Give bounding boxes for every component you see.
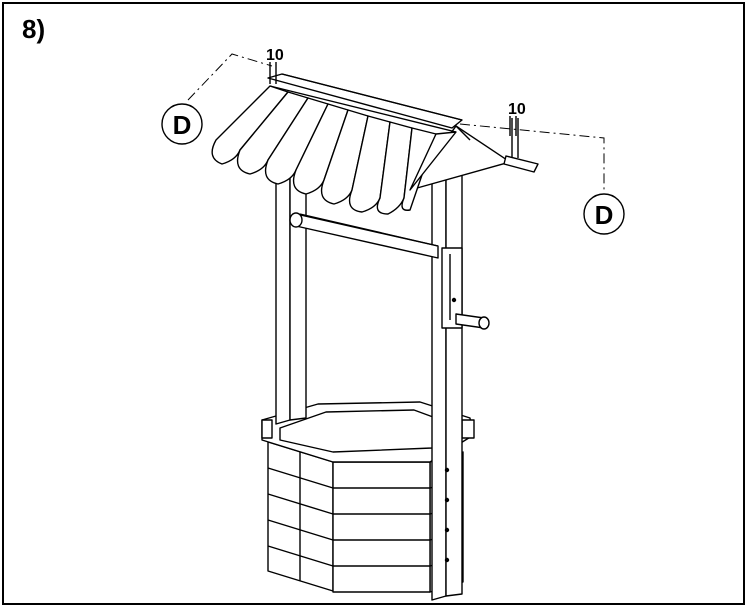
left-post xyxy=(275,159,307,425)
dimension-marks xyxy=(269,62,517,136)
roof-end-bracket xyxy=(503,118,539,173)
step-number: 8) xyxy=(22,14,45,44)
roof xyxy=(211,73,511,215)
well-structure xyxy=(211,73,539,601)
callout-letter-left: D xyxy=(173,110,192,140)
callout-letter-right: D xyxy=(595,200,614,230)
dimension-label-right: 10 xyxy=(508,101,526,118)
crank-handle xyxy=(455,313,490,330)
callout-d-left: D xyxy=(161,103,203,145)
leader-right xyxy=(459,123,605,192)
callout-d-right: D xyxy=(583,193,625,235)
dimension-label-left: 10 xyxy=(266,47,284,64)
right-post xyxy=(431,167,463,601)
axle xyxy=(289,212,439,259)
leader-left xyxy=(187,53,273,101)
leader-lines xyxy=(187,53,605,192)
